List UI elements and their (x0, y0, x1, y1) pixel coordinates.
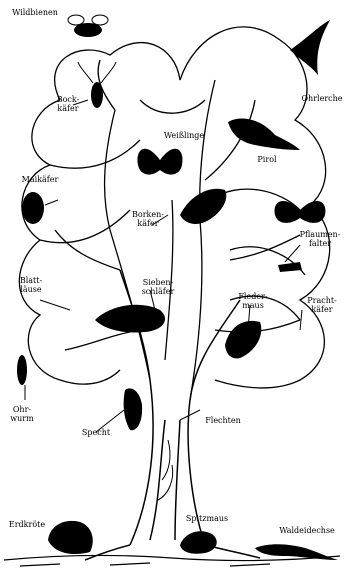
label-pirol: Pirol (250, 155, 284, 164)
label-weisslinge: Weißlinge (159, 131, 209, 140)
woodpecker-icon (124, 388, 143, 430)
white-butterfly-icon (137, 149, 182, 175)
ground-line (4, 555, 340, 566)
swift-icon (290, 20, 330, 75)
label-siebenschlaefer: Sieben- schläfer (134, 278, 182, 296)
bee-icon (68, 15, 108, 37)
label-waldeidechse: Waldeidechse (272, 526, 342, 535)
bat-icon (225, 321, 261, 359)
label-maikaefer: Maikäfer (15, 175, 65, 184)
label-bockkaefer: Bock- käfer (48, 95, 88, 113)
lizard-icon (255, 544, 338, 560)
label-ohrlerche: Ohrlerche (300, 94, 344, 103)
toad-icon (48, 521, 93, 554)
label-ohrwurm: Ohr- wurm (4, 405, 40, 423)
label-prachtkaefer: Pracht- käfer (300, 296, 344, 314)
jewel-beetle-icon (278, 262, 302, 272)
label-pflaumenfalter: Pflaumen- falter (296, 230, 344, 248)
label-flechten: Flechten (200, 416, 246, 425)
label-blattlaeuse: Blatt- läuse (12, 276, 50, 294)
label-spitzmaus: Spitzmaus (182, 514, 232, 523)
label-specht: Specht (76, 428, 116, 437)
tree-branches (55, 60, 300, 400)
cockchafer-icon (22, 192, 44, 224)
oriole-icon (228, 118, 300, 150)
bark-beetle-bird-icon (180, 189, 226, 224)
label-wildbienen: Wildbienen (4, 8, 66, 17)
label-fledermaus: Fleder- maus (234, 292, 272, 310)
label-erdkroete: Erdkröte (4, 520, 50, 529)
label-borkenkaefer: Borken- käfer (130, 210, 166, 228)
earwig-icon (17, 355, 27, 385)
shrew-icon (180, 531, 217, 553)
plum-moth-icon (275, 201, 326, 223)
